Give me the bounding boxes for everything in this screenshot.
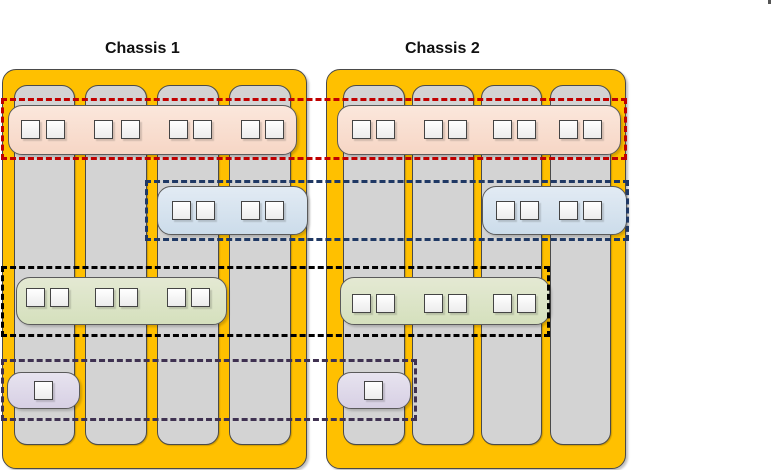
port: [241, 120, 260, 139]
port: [448, 120, 467, 139]
port: [169, 120, 188, 139]
port: [496, 201, 515, 220]
blue-module-chassis-1: [157, 186, 308, 235]
port: [424, 120, 443, 139]
port: [364, 381, 383, 400]
port: [172, 201, 191, 220]
port: [424, 294, 443, 313]
red-module-chassis-2: [337, 105, 621, 155]
red-module-chassis-1: [8, 105, 297, 155]
port: [520, 201, 539, 220]
port: [241, 201, 260, 220]
port: [34, 381, 53, 400]
port: [517, 294, 536, 313]
port: [448, 294, 467, 313]
port: [167, 288, 186, 307]
port: [193, 120, 212, 139]
port: [517, 120, 536, 139]
green-module-chassis-2: [340, 277, 550, 325]
port: [583, 201, 602, 220]
blue-module-chassis-2: [482, 186, 627, 235]
port: [376, 294, 395, 313]
red-group-outline: [1, 98, 627, 160]
port: [95, 288, 114, 307]
port: [559, 120, 578, 139]
port: [119, 288, 138, 307]
corner-mark: [768, 0, 771, 4]
port: [50, 288, 69, 307]
port: [191, 288, 210, 307]
port: [493, 120, 512, 139]
port: [94, 120, 113, 139]
chassis-1-title: Chassis 1: [105, 40, 180, 57]
port: [46, 120, 65, 139]
port: [26, 288, 45, 307]
port: [121, 120, 140, 139]
port: [583, 120, 602, 139]
port: [559, 201, 578, 220]
port: [21, 120, 40, 139]
port: [352, 294, 371, 313]
port: [265, 120, 284, 139]
port: [493, 294, 512, 313]
black-group-outline: [1, 266, 550, 337]
purple-module-chassis-2: [337, 372, 411, 409]
port: [196, 201, 215, 220]
chassis-2-title: Chassis 2: [405, 40, 480, 57]
port: [352, 120, 371, 139]
port: [376, 120, 395, 139]
purple-group-outline: [1, 359, 417, 421]
green-module-chassis-1: [16, 277, 227, 325]
blue-group-outline: [145, 180, 629, 241]
port: [265, 201, 284, 220]
purple-module-chassis-1: [7, 372, 80, 409]
